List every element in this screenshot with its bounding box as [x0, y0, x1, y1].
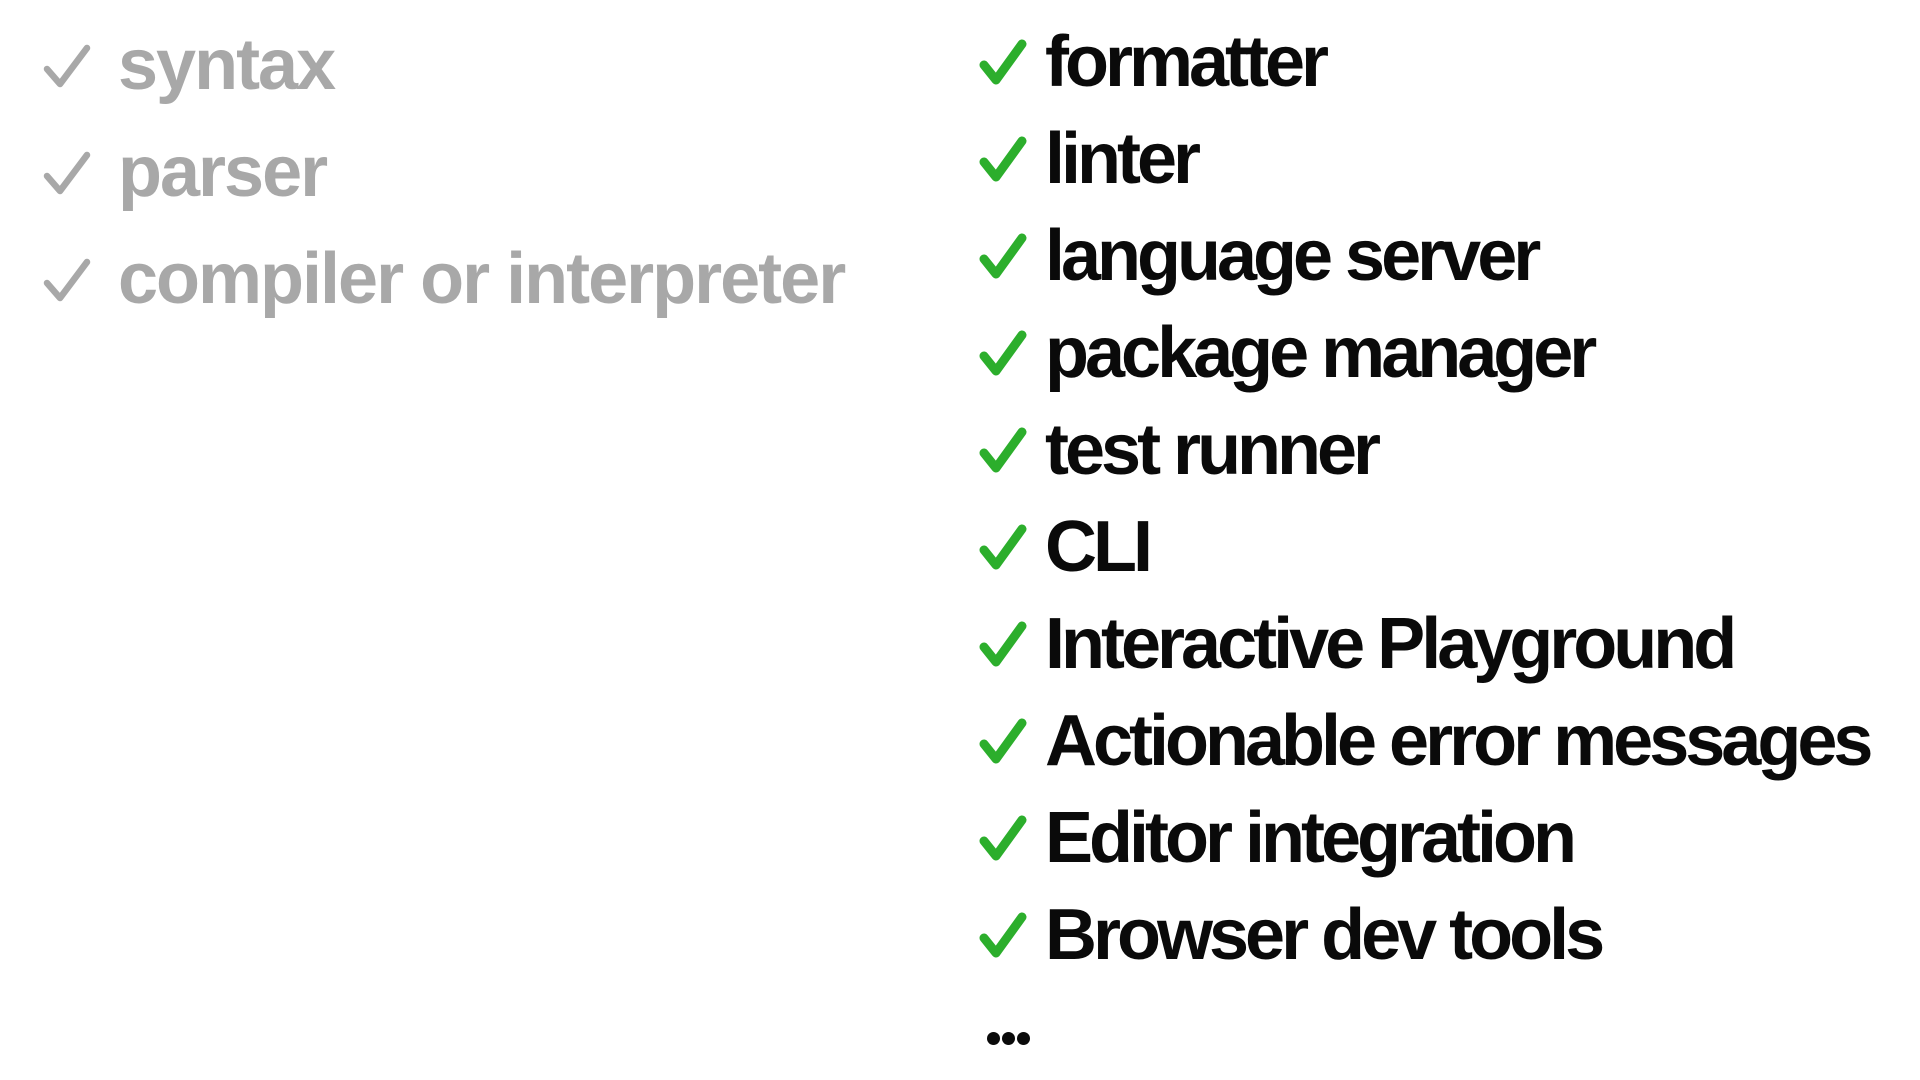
checklist-item: syntax	[40, 28, 844, 102]
item-label: Editor integration	[1045, 798, 1577, 878]
item-label: linter	[1045, 119, 1201, 199]
item-label: CLI	[1045, 507, 1153, 587]
item-label: test runner	[1045, 410, 1381, 490]
checkmark-icon	[978, 133, 1028, 185]
checklist-item: compiler or interpreter	[40, 239, 846, 319]
ellipsis-dot	[1002, 1032, 1015, 1045]
checkmark-icon	[40, 252, 94, 306]
ellipsis-dot	[987, 1032, 1000, 1045]
checklist-item: Interactive Playground	[978, 607, 1869, 681]
checklist-item: Editor integration	[978, 801, 1869, 875]
checkmark-icon	[978, 909, 1028, 961]
checklist-item: parser	[40, 135, 844, 209]
checkmark-icon	[978, 36, 1028, 88]
checklist-item: package manager	[978, 316, 1869, 390]
item-label: package manager	[1045, 313, 1597, 393]
tooling-checklist: formatter linter language server	[978, 25, 1873, 1045]
checkmark-icon	[978, 327, 1028, 379]
checkmark-icon	[978, 230, 1028, 282]
checkmark-icon	[978, 715, 1028, 767]
checklist-item: language server	[978, 219, 1869, 293]
checkmark-icon	[978, 424, 1028, 476]
checkmark-icon	[978, 521, 1028, 573]
checkmark-icon	[978, 618, 1028, 670]
item-label: Actionable error messages	[1045, 701, 1873, 781]
checklist-item: linter	[978, 122, 1869, 196]
item-label: syntax	[118, 25, 336, 105]
checkmark-icon	[40, 145, 94, 199]
item-label: compiler or interpreter	[118, 239, 846, 319]
checkmark-icon	[978, 812, 1028, 864]
checkmark-icon	[40, 38, 94, 92]
more-ellipsis	[987, 1032, 1869, 1045]
checklist-item: formatter	[978, 25, 1869, 99]
completed-checklist: syntax parser compiler or interpreter	[40, 28, 846, 319]
item-label: Interactive Playground	[1045, 604, 1737, 684]
item-label: Browser dev tools	[1045, 895, 1605, 975]
item-label: parser	[118, 132, 328, 212]
checklist-item: Actionable error messages	[978, 701, 1873, 781]
item-label: language server	[1045, 216, 1541, 296]
item-label: formatter	[1045, 22, 1329, 102]
checklist-item: CLI	[978, 510, 1869, 584]
checklist-item: Browser dev tools	[978, 898, 1869, 972]
ellipsis-dot	[1017, 1032, 1030, 1045]
checklist-item: test runner	[978, 413, 1869, 487]
